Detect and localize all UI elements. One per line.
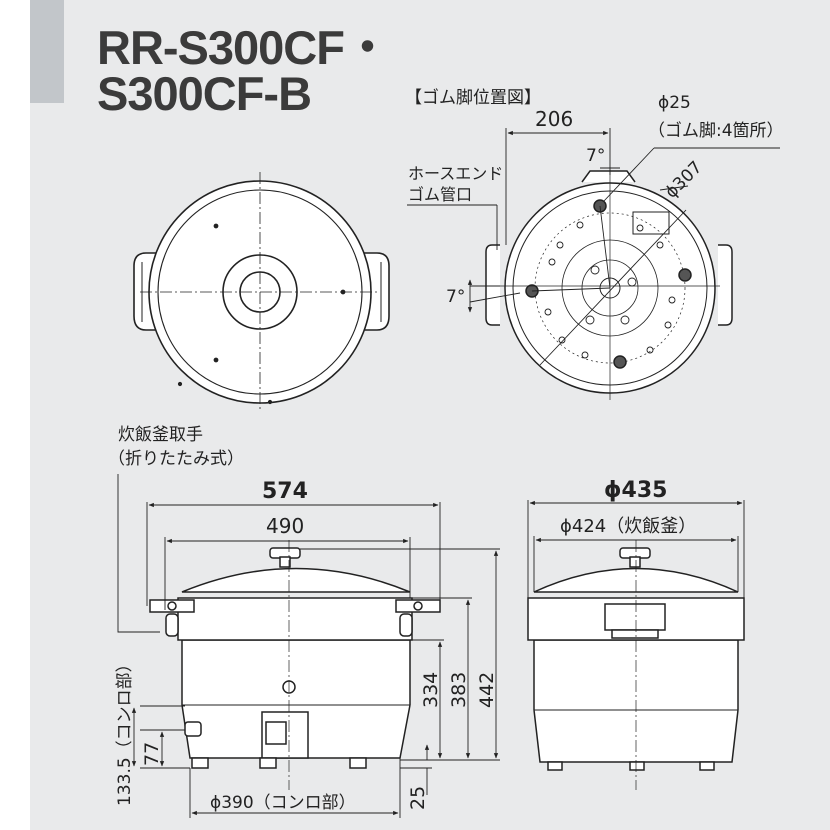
dim-phi307-label: ϕ307 <box>661 158 706 203</box>
side-view-dims <box>527 500 745 790</box>
front-view-dims <box>117 474 500 818</box>
rubber-foot-caption: 【ゴム脚位置図】 <box>405 87 541 108</box>
dim-25-label: 25 <box>407 786 429 810</box>
handle-label-line2: （折りたたみ式） <box>108 449 244 469</box>
rubber-foot-4 <box>613 355 627 369</box>
hose-label-line1: ホースエンド <box>408 164 503 183</box>
dim-574-label: 574 <box>262 479 308 504</box>
dim-phi390-label: ϕ390（コンロ部） <box>210 793 356 813</box>
bottom-view <box>485 170 733 400</box>
phi25-note-label: （ゴム脚:4箇所） <box>648 120 784 141</box>
dim-206-label: 206 <box>535 107 573 131</box>
dim-phi435-label: ϕ435 <box>604 478 667 503</box>
model-title-line1: RR-S300CF・ <box>97 21 391 74</box>
dim-77-label: 77 <box>141 742 163 766</box>
handle-label-line1: 炊飯釜取手 <box>118 425 203 445</box>
angle-top-label: 7° <box>586 146 605 166</box>
angle-left-label: 7° <box>446 287 465 307</box>
dim-1335-label: 133.5（コンロ部） <box>115 655 135 806</box>
dim-490-label: 490 <box>266 514 304 538</box>
dim-phi424-label: ϕ424（炊飯釜） <box>560 516 696 537</box>
dim-334-label: 334 <box>420 672 442 708</box>
top-view <box>133 172 390 412</box>
hose-label-line2: ゴム管口 <box>408 185 472 204</box>
dim-phi25-label: ϕ25 <box>658 93 691 113</box>
model-title-line2: S300CF-B <box>97 67 312 120</box>
title-accent-bar <box>30 0 64 103</box>
bottom-view-dims <box>407 128 780 313</box>
dim-383-label: 383 <box>448 672 470 708</box>
dim-442-label: 442 <box>476 672 498 708</box>
rubber-foot-3 <box>678 268 692 282</box>
front-view <box>149 547 441 769</box>
